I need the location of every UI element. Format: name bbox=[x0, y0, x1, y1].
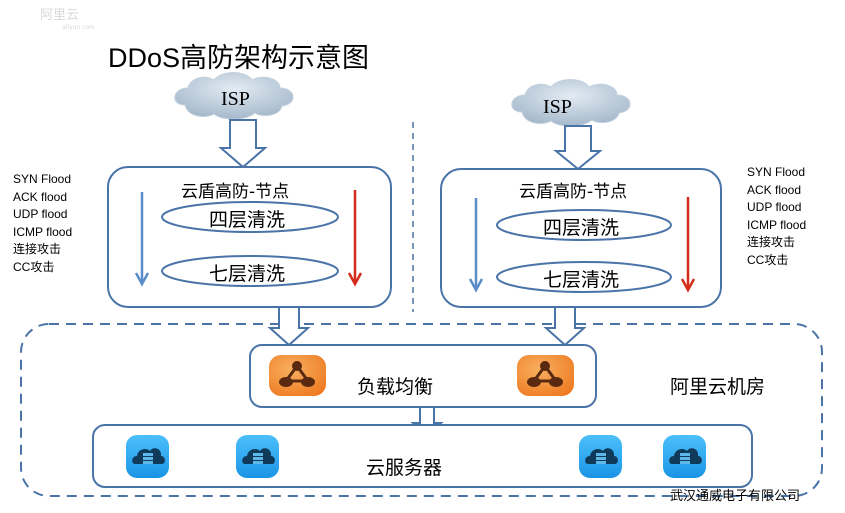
attack-item: ACK flood bbox=[13, 189, 68, 204]
page-title: DDoS高防架构示意图 bbox=[108, 43, 370, 73]
load-balancer-icon-right bbox=[517, 355, 574, 396]
company-name: 武汉通威电子有限公司 bbox=[670, 489, 801, 504]
load-balancer-label: 负载均衡 bbox=[357, 376, 434, 398]
attack-item: ACK flood bbox=[747, 182, 802, 197]
aliyun-logo: 阿里云 aliyun.com bbox=[40, 8, 95, 34]
attack-item: UDP flood bbox=[747, 200, 802, 214]
logo-sub: aliyun.com bbox=[62, 24, 95, 31]
attack-item: UDP flood bbox=[13, 207, 68, 221]
node-title-right: 云盾高防-节点 bbox=[519, 182, 628, 202]
arrow-isp-to-node-right bbox=[553, 125, 603, 171]
layer4-ellipse-left bbox=[161, 201, 339, 233]
isp-cloud-right bbox=[511, 79, 631, 127]
servers-label: 云服务器 bbox=[366, 457, 443, 479]
datacenter-label: 阿里云机房 bbox=[670, 376, 766, 398]
attack-item: SYN Flood bbox=[747, 165, 806, 179]
layer4-label-left: 四层清洗 bbox=[209, 209, 286, 231]
layer7-ellipse-right bbox=[496, 261, 672, 293]
server-icon-4 bbox=[663, 435, 706, 478]
attack-item: 连接攻击 bbox=[747, 235, 796, 249]
attack-list-right: SYN Flood ACK flood UDP flood ICMP flood… bbox=[747, 164, 806, 269]
isp-cloud-left bbox=[174, 72, 294, 120]
arrow-node-to-lb-left bbox=[267, 306, 311, 347]
isp-label-right: ISP bbox=[543, 96, 572, 118]
layer4-ellipse-right bbox=[496, 209, 672, 241]
layer7-label-right: 七层清洗 bbox=[543, 269, 620, 291]
node-title-left: 云盾高防-节点 bbox=[181, 182, 290, 202]
attack-list-left: SYN Flood ACK flood UDP flood ICMP flood… bbox=[13, 171, 72, 276]
layer4-label-right: 四层清洗 bbox=[543, 217, 620, 239]
arrow-isp-to-node-left bbox=[218, 119, 268, 169]
attack-item: CC攻击 bbox=[13, 259, 55, 274]
logo-text: 阿里云 bbox=[40, 8, 80, 23]
attack-item: ICMP flood bbox=[13, 224, 73, 239]
load-balancer-icon-left bbox=[269, 355, 326, 396]
layer7-ellipse-left bbox=[161, 255, 339, 287]
attack-item: 连接攻击 bbox=[13, 242, 62, 256]
attack-item: CC攻击 bbox=[747, 252, 789, 267]
arrow-node-to-lb-right bbox=[543, 306, 587, 347]
layer7-label-left: 七层清洗 bbox=[209, 263, 286, 285]
isp-label-left: ISP bbox=[221, 88, 250, 110]
server-icon-3 bbox=[579, 435, 622, 478]
server-icon-2 bbox=[236, 435, 279, 478]
attack-item: ICMP flood bbox=[747, 217, 807, 232]
attack-item: SYN Flood bbox=[13, 172, 72, 186]
server-icon-1 bbox=[126, 435, 169, 478]
